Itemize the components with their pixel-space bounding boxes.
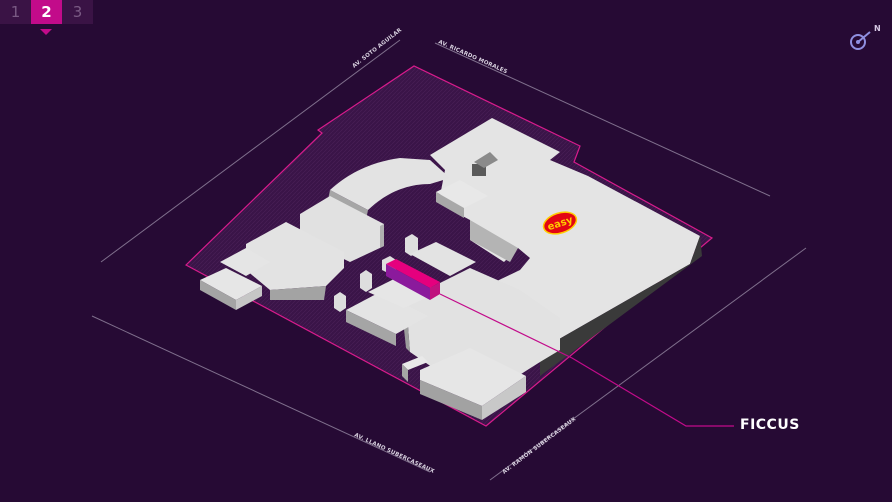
compass-north-label: N — [874, 24, 881, 33]
street-label-soto-aguilar: AV. SOTO AGUILAR — [352, 27, 404, 70]
floor-tab-2[interactable]: 2 — [31, 0, 62, 24]
street-label-llano-subercaseaux: AV. LLANO SUBERCASEAUX — [353, 432, 436, 475]
street-label-ramon-subercaseaux: AV. RAMÓN SUBERCASEAUX — [501, 415, 578, 475]
ficcus-store[interactable] — [386, 259, 440, 300]
store-block-west[interactable] — [200, 196, 384, 310]
floor-selector: 1 2 3 — [0, 0, 93, 24]
store-block-south[interactable] — [402, 348, 526, 420]
compass-icon[interactable] — [848, 26, 884, 54]
ficcus-callout-line — [439, 293, 734, 427]
street-lines — [91, 39, 807, 481]
street-label-ricardo-morales: AV. RICARDO MORALES — [437, 39, 508, 75]
floor-tab-1[interactable]: 1 — [0, 0, 31, 24]
store-block-north-ring[interactable] — [328, 158, 488, 220]
easy-store-logo-icon: easy — [542, 211, 578, 235]
active-floor-pointer — [40, 29, 52, 35]
ficcus-callout-label[interactable]: FICCUS — [740, 417, 800, 433]
floor-tab-3[interactable]: 3 — [62, 0, 93, 24]
store-block-central[interactable] — [346, 242, 476, 346]
kiosks — [334, 234, 418, 312]
